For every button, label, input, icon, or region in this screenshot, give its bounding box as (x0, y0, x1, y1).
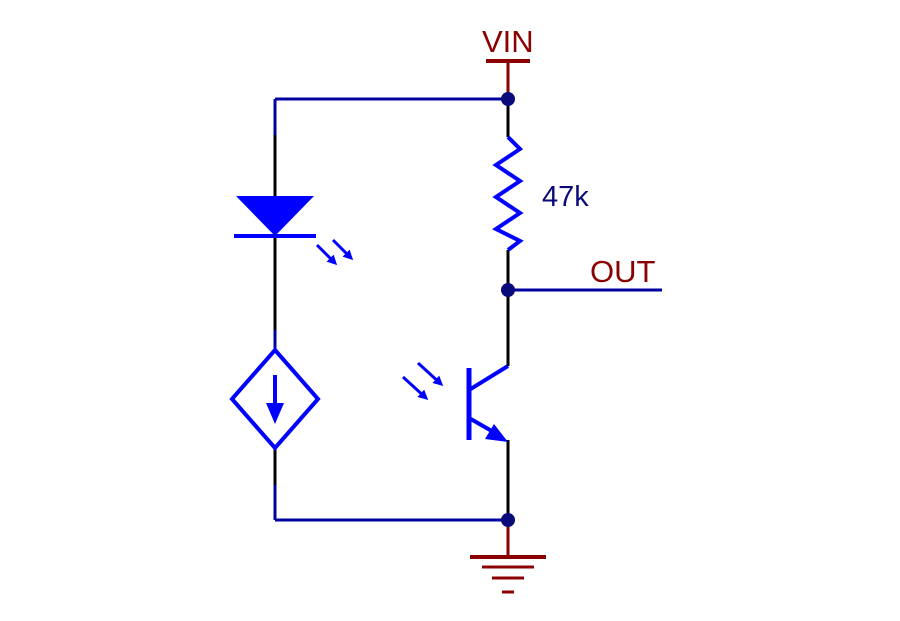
led-emission-arrows (315, 238, 354, 266)
junction-vin-node (501, 92, 515, 106)
ground-symbol (470, 555, 546, 594)
phototransistor-symbol (466, 364, 510, 442)
top-wire (273, 97, 508, 135)
resistor-symbol (492, 135, 524, 252)
current-source-symbol (229, 346, 321, 452)
junction-out-node (501, 283, 515, 297)
led-symbol (234, 196, 316, 238)
junction-ground-node (501, 513, 515, 527)
vin-label: VIN (482, 24, 534, 59)
phototransistor-light-arrows (401, 361, 444, 401)
resistor-value-label: 47k (542, 181, 589, 213)
out-label: OUT (590, 254, 656, 289)
